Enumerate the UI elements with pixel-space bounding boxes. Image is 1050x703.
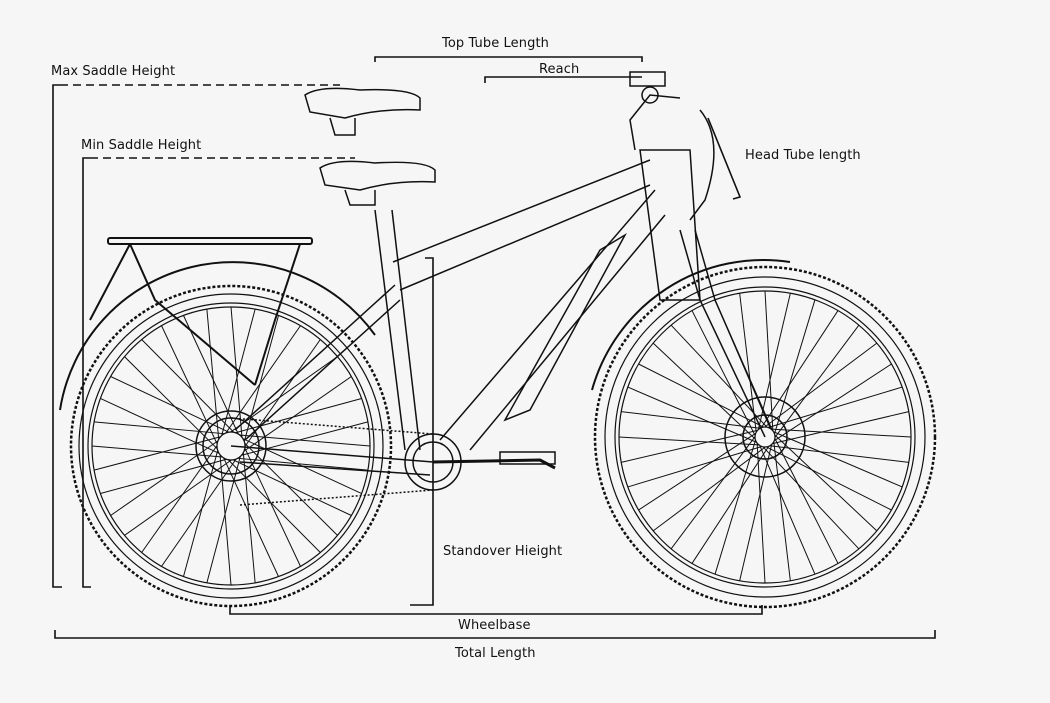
spoke xyxy=(621,411,761,429)
spoke xyxy=(230,306,243,438)
spoke xyxy=(652,342,756,440)
wheelbase-label: Wheelbase xyxy=(458,618,531,633)
saddle-min xyxy=(319,160,436,206)
standover-height-label: Standover Hieight xyxy=(443,544,563,559)
spoke xyxy=(235,397,362,434)
min-saddle-height-label: Min Saddle Height xyxy=(81,138,202,153)
total-length-label: Total Length xyxy=(455,646,536,661)
top-tube-length-label: Top Tube Length xyxy=(442,36,549,51)
spoke xyxy=(621,429,758,463)
spoke xyxy=(739,293,757,433)
spoke xyxy=(774,324,860,438)
spoke xyxy=(774,438,839,564)
spoke xyxy=(221,308,256,436)
spoke xyxy=(182,450,219,577)
spoke xyxy=(161,325,218,445)
head-tube-length-label: Head Tube length xyxy=(745,148,861,163)
rear-rack xyxy=(89,237,313,386)
spoke xyxy=(243,315,280,442)
spoke xyxy=(183,315,239,435)
spoke xyxy=(91,445,223,458)
spoke xyxy=(618,436,759,446)
min-saddle-dimension xyxy=(82,157,91,588)
spoke xyxy=(239,434,371,447)
spoke xyxy=(773,441,791,581)
spoke xyxy=(670,436,756,550)
spoke xyxy=(768,386,903,428)
spoke xyxy=(206,309,220,440)
spoke xyxy=(714,440,756,575)
spoke xyxy=(232,459,352,516)
spoke xyxy=(93,436,221,471)
drivetrain xyxy=(195,410,556,506)
spoke xyxy=(110,440,219,516)
spoke xyxy=(764,290,774,431)
spoke xyxy=(244,447,301,567)
spoke xyxy=(774,434,878,532)
spoke xyxy=(161,458,237,567)
spoke xyxy=(223,457,279,577)
spoke xyxy=(759,445,816,575)
spoke xyxy=(230,356,338,433)
spoke xyxy=(627,386,757,443)
top-tube-dimension xyxy=(374,56,643,62)
spoke xyxy=(638,432,756,511)
spoke xyxy=(244,442,338,536)
rear-wheel xyxy=(69,284,393,608)
spoke xyxy=(739,444,773,581)
front-fender xyxy=(591,259,791,391)
reach-label: Reach xyxy=(539,62,580,77)
saddle-max xyxy=(304,87,421,136)
standover-dimension xyxy=(410,257,434,606)
spoke xyxy=(243,376,352,452)
spoke xyxy=(638,363,764,428)
spoke xyxy=(94,421,225,435)
spoke xyxy=(670,324,768,428)
spoke xyxy=(242,452,256,583)
spoke xyxy=(771,428,912,438)
spoke xyxy=(773,431,903,488)
spoke xyxy=(764,342,878,428)
spoke xyxy=(766,446,892,511)
head-tube-dimension xyxy=(707,117,742,200)
spoke xyxy=(774,363,892,442)
spoke xyxy=(772,411,909,445)
spoke xyxy=(110,376,230,433)
spoke xyxy=(756,443,766,584)
reach-dimension xyxy=(484,76,642,83)
spoke xyxy=(760,310,839,428)
spoke xyxy=(627,446,762,488)
dimension-lines xyxy=(52,56,936,639)
spoke xyxy=(141,339,235,433)
spoke xyxy=(237,457,368,471)
max-saddle-dimension xyxy=(52,84,62,588)
spoke xyxy=(774,299,816,434)
spoke xyxy=(206,456,241,584)
spoke xyxy=(691,446,770,564)
handlebar xyxy=(629,71,715,221)
spoke xyxy=(141,445,218,553)
max-saddle-height-label: Max Saddle Height xyxy=(51,64,176,79)
spoke xyxy=(124,459,232,536)
total-length-dimension xyxy=(54,630,936,639)
spoke xyxy=(100,458,227,495)
front-brake-rotor xyxy=(724,396,806,478)
spoke xyxy=(227,459,321,553)
spoke xyxy=(691,310,756,436)
spoke xyxy=(219,454,232,586)
spoke xyxy=(652,446,766,532)
spoke xyxy=(762,446,860,550)
spoke xyxy=(100,398,220,454)
rear-fender xyxy=(59,261,376,411)
spoke xyxy=(769,445,909,463)
spoke xyxy=(225,325,301,434)
wheelbase-dimension xyxy=(229,605,763,615)
spoke xyxy=(124,356,218,450)
spoke xyxy=(757,293,791,430)
bike-frame xyxy=(230,149,773,476)
